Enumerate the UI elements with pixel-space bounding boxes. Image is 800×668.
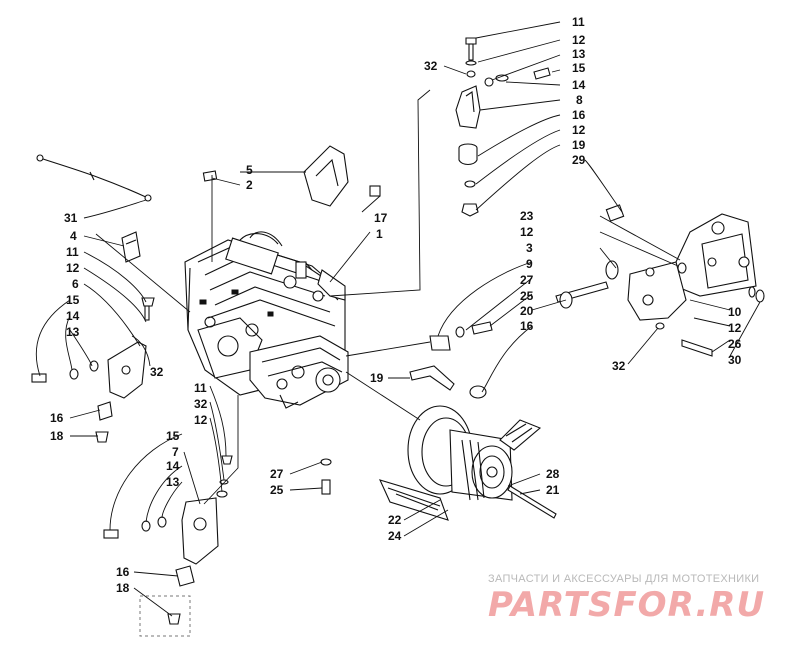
callout-32: 32 <box>424 59 438 73</box>
callout-13: 13 <box>66 325 80 339</box>
callout-24: 24 <box>388 529 402 543</box>
callout-11: 11 <box>194 381 207 395</box>
callout-12: 12 <box>572 123 586 137</box>
callout-16: 16 <box>572 108 586 122</box>
callout-22: 22 <box>388 513 402 527</box>
callout-17: 17 <box>374 211 388 225</box>
engine-assembly <box>184 231 349 409</box>
callout-32: 32 <box>194 397 208 411</box>
drive-clutch <box>378 405 557 521</box>
callout-8: 8 <box>576 93 583 107</box>
callout-21: 21 <box>546 483 560 497</box>
callout-31: 31 <box>64 211 78 225</box>
callout-15: 15 <box>66 293 80 307</box>
callout-26: 26 <box>728 337 742 351</box>
left-mount-group <box>31 231 155 443</box>
callout-12: 12 <box>572 33 586 47</box>
callout-12: 12 <box>728 321 742 335</box>
callout-14: 14 <box>572 78 586 92</box>
callout-3: 3 <box>526 241 533 255</box>
callout-25: 25 <box>270 483 284 497</box>
callout-19: 19 <box>572 138 586 152</box>
lower-left-mount <box>103 455 233 637</box>
callout-29: 29 <box>572 153 586 167</box>
callout-7: 7 <box>172 445 179 459</box>
ground-wire <box>36 154 152 202</box>
callout-16: 16 <box>520 319 534 333</box>
callout-23: 23 <box>520 209 534 223</box>
callout-12: 12 <box>66 261 80 275</box>
callout-27: 27 <box>270 467 284 481</box>
callout-27: 27 <box>520 273 534 287</box>
callout-10: 10 <box>728 305 742 319</box>
callout-18: 18 <box>116 581 130 595</box>
callout-20: 20 <box>520 304 534 318</box>
callout-13: 13 <box>572 47 586 61</box>
callout-4: 4 <box>70 229 77 243</box>
torque-link-19 <box>320 281 609 495</box>
callout-15: 15 <box>166 429 180 443</box>
callout-14: 14 <box>166 459 180 473</box>
callout-28: 28 <box>546 467 560 481</box>
callout-32: 32 <box>612 359 626 373</box>
callout-16: 16 <box>116 565 130 579</box>
leader-lines <box>35 21 761 617</box>
callout-30: 30 <box>728 353 742 367</box>
watermark-subtitle: ЗАПЧАСТИ И АКСЕССУАРЫ ДЛЯ МОТОТЕХНИКИ <box>488 573 760 585</box>
top-mount-stack <box>455 37 551 217</box>
callout-11: 11 <box>572 15 585 29</box>
callout-18: 18 <box>50 429 64 443</box>
callout-11: 11 <box>66 245 79 259</box>
callout-12: 12 <box>520 225 534 239</box>
callout-12: 12 <box>194 413 208 427</box>
watermark-logo: PARTSFOR.RU <box>488 585 766 625</box>
callout-6: 6 <box>72 277 79 291</box>
callout-13: 13 <box>166 475 180 489</box>
callout-1: 1 <box>376 227 383 241</box>
right-engine-bracket <box>605 204 765 357</box>
callout-labels: 11 12 32 13 15 14 8 16 12 19 29 5 2 17 1… <box>50 15 742 595</box>
callout-5: 5 <box>246 163 253 177</box>
callout-14: 14 <box>66 309 80 323</box>
callout-25: 25 <box>520 289 534 303</box>
callout-9: 9 <box>526 257 533 271</box>
callout-19: 19 <box>370 371 384 385</box>
exhaust-bracket <box>202 145 381 207</box>
callout-16: 16 <box>50 411 64 425</box>
callout-2: 2 <box>246 178 253 192</box>
callout-15: 15 <box>572 61 586 75</box>
callout-32: 32 <box>150 365 164 379</box>
